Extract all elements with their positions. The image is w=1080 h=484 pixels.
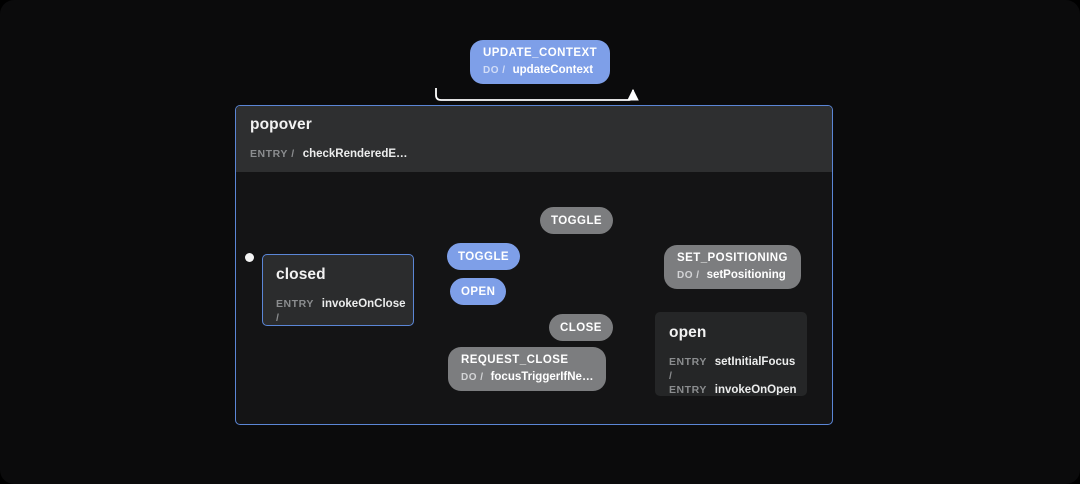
action-value: invokeOnOpen — [714, 384, 797, 396]
action-row: ENTRY / checkRenderedE… — [250, 147, 818, 163]
event-label: REQUEST_CLOSE — [461, 354, 569, 366]
event-label: OPEN — [461, 286, 496, 298]
event-label: CLOSE — [560, 322, 602, 334]
closed-actions: ENTRY / invokeOnClose — [263, 284, 413, 325]
action-row: ENTRY / invokeOnOpen — [669, 383, 797, 396]
action-value: invokeOnClose — [321, 298, 406, 310]
open-header: open — [656, 313, 806, 342]
event-label: SET_POSITIONING — [677, 252, 788, 264]
event-action-value: focusTriggerIfNe… — [490, 371, 594, 383]
event-action-keyword: DO / — [461, 372, 484, 383]
closed-title: closed — [276, 266, 326, 283]
event-action-row: DO / focusTriggerIfNe… — [461, 371, 593, 383]
event-toggle-closed-to-open[interactable]: TOGGLE — [447, 243, 521, 270]
event-close-open-to-closed[interactable]: CLOSE — [549, 314, 613, 341]
open-title: open — [669, 324, 707, 341]
event-action-value: updateContext — [512, 64, 594, 76]
event-action-row: DO / setPositioning — [677, 269, 788, 281]
action-value: setInitialFocus — [714, 356, 796, 368]
closed-header: closed — [263, 255, 413, 284]
event-action-value: setPositioning — [706, 269, 786, 281]
action-row: ENTRY / invokeOnClose — [276, 297, 405, 325]
edge-update-context — [435, 88, 639, 101]
popover-actions: ENTRY / checkRenderedE… — [250, 147, 818, 163]
event-label: UPDATE_CONTEXT — [483, 47, 598, 59]
event-update-context[interactable]: UPDATE_CONTEXT DO / updateContext — [470, 40, 611, 84]
event-label: TOGGLE — [458, 251, 510, 263]
event-request-close[interactable]: REQUEST_CLOSE DO / focusTriggerIfNe… — [448, 347, 607, 391]
event-action-row: DO / updateContext — [483, 64, 597, 76]
state-node-closed[interactable]: closed ENTRY / invokeOnClose — [262, 254, 414, 326]
action-keyword: ENTRY / — [669, 356, 707, 383]
event-open-closed-to-open[interactable]: OPEN — [450, 278, 507, 305]
state-node-open[interactable]: open ENTRY / setInitialFocus ENTRY / inv… — [655, 312, 807, 396]
popover-title: popover — [250, 116, 312, 133]
event-toggle-open-to-closed[interactable]: TOGGLE — [540, 207, 614, 234]
open-actions: ENTRY / setInitialFocus ENTRY / invokeOn… — [656, 342, 806, 396]
action-row: ENTRY / setInitialFocus — [669, 355, 796, 383]
initial-state-marker — [245, 253, 254, 262]
popover-header: popover ENTRY / checkRenderedE… — [236, 106, 832, 172]
event-action-keyword: DO / — [483, 65, 506, 76]
event-set-positioning[interactable]: SET_POSITIONING DO / setPositioning — [664, 245, 801, 289]
action-keyword: ENTRY / — [250, 148, 295, 160]
event-action-keyword: DO / — [677, 270, 700, 281]
action-keyword: ENTRY / — [669, 384, 707, 396]
action-keyword: ENTRY / — [276, 298, 314, 325]
action-value: checkRenderedE… — [302, 148, 408, 160]
event-label: TOGGLE — [551, 215, 603, 227]
